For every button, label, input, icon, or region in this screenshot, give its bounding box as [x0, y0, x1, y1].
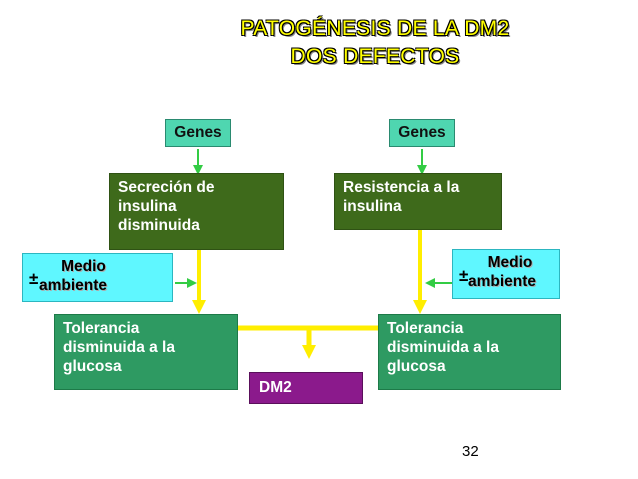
tolerance-line-1: Tolerancia — [387, 320, 464, 337]
tolerance-line-2: disminuida a la — [387, 339, 499, 356]
environment-box-left: Medio ± ambiente — [22, 253, 173, 302]
genes-box-right: Genes — [389, 119, 455, 147]
environment-ambiente-label: ambiente — [39, 277, 108, 294]
environment-ambiente-label: ambiente — [468, 273, 537, 290]
tolerance-box-left: Tolerancia disminuida a la glucosa — [54, 314, 238, 390]
plus-minus-symbol: ± — [29, 269, 39, 288]
tolerance-line-3: glucosa — [387, 358, 446, 375]
environment-medio-label: Medio — [61, 258, 106, 275]
tolerance-box-right: Tolerancia disminuida a la glucosa — [378, 314, 561, 390]
tolerance-line-3: glucosa — [63, 358, 122, 375]
environment-medio-label: Medio — [487, 254, 533, 271]
plus-minus-symbol: ± — [459, 266, 469, 285]
defect-line-3: disminuida — [118, 217, 200, 234]
tolerance-line-2: disminuida a la — [63, 339, 175, 356]
defect-line-2: insulina — [343, 198, 402, 215]
defect-line-1: Resistencia a la — [343, 179, 460, 196]
title-line-2: DOS DEFECTOS — [290, 45, 460, 68]
tolerance-line-1: Tolerancia — [63, 320, 140, 337]
defect-line-1: Secreción de — [118, 179, 215, 196]
title-line-1: PATOGÉNESIS DE LA DM2 — [240, 17, 510, 40]
outcome-box-dm2: DM2 — [249, 372, 363, 404]
page-number: 32 — [462, 443, 479, 460]
defect-box-resistance: Resistencia a la insulina — [334, 173, 502, 230]
defect-line-2: insulina — [118, 198, 177, 215]
environment-box-right: Medio ± ambiente — [452, 249, 560, 299]
genes-box-left: Genes — [165, 119, 231, 147]
defect-box-secretion: Secreción de insulina disminuida — [109, 173, 284, 250]
